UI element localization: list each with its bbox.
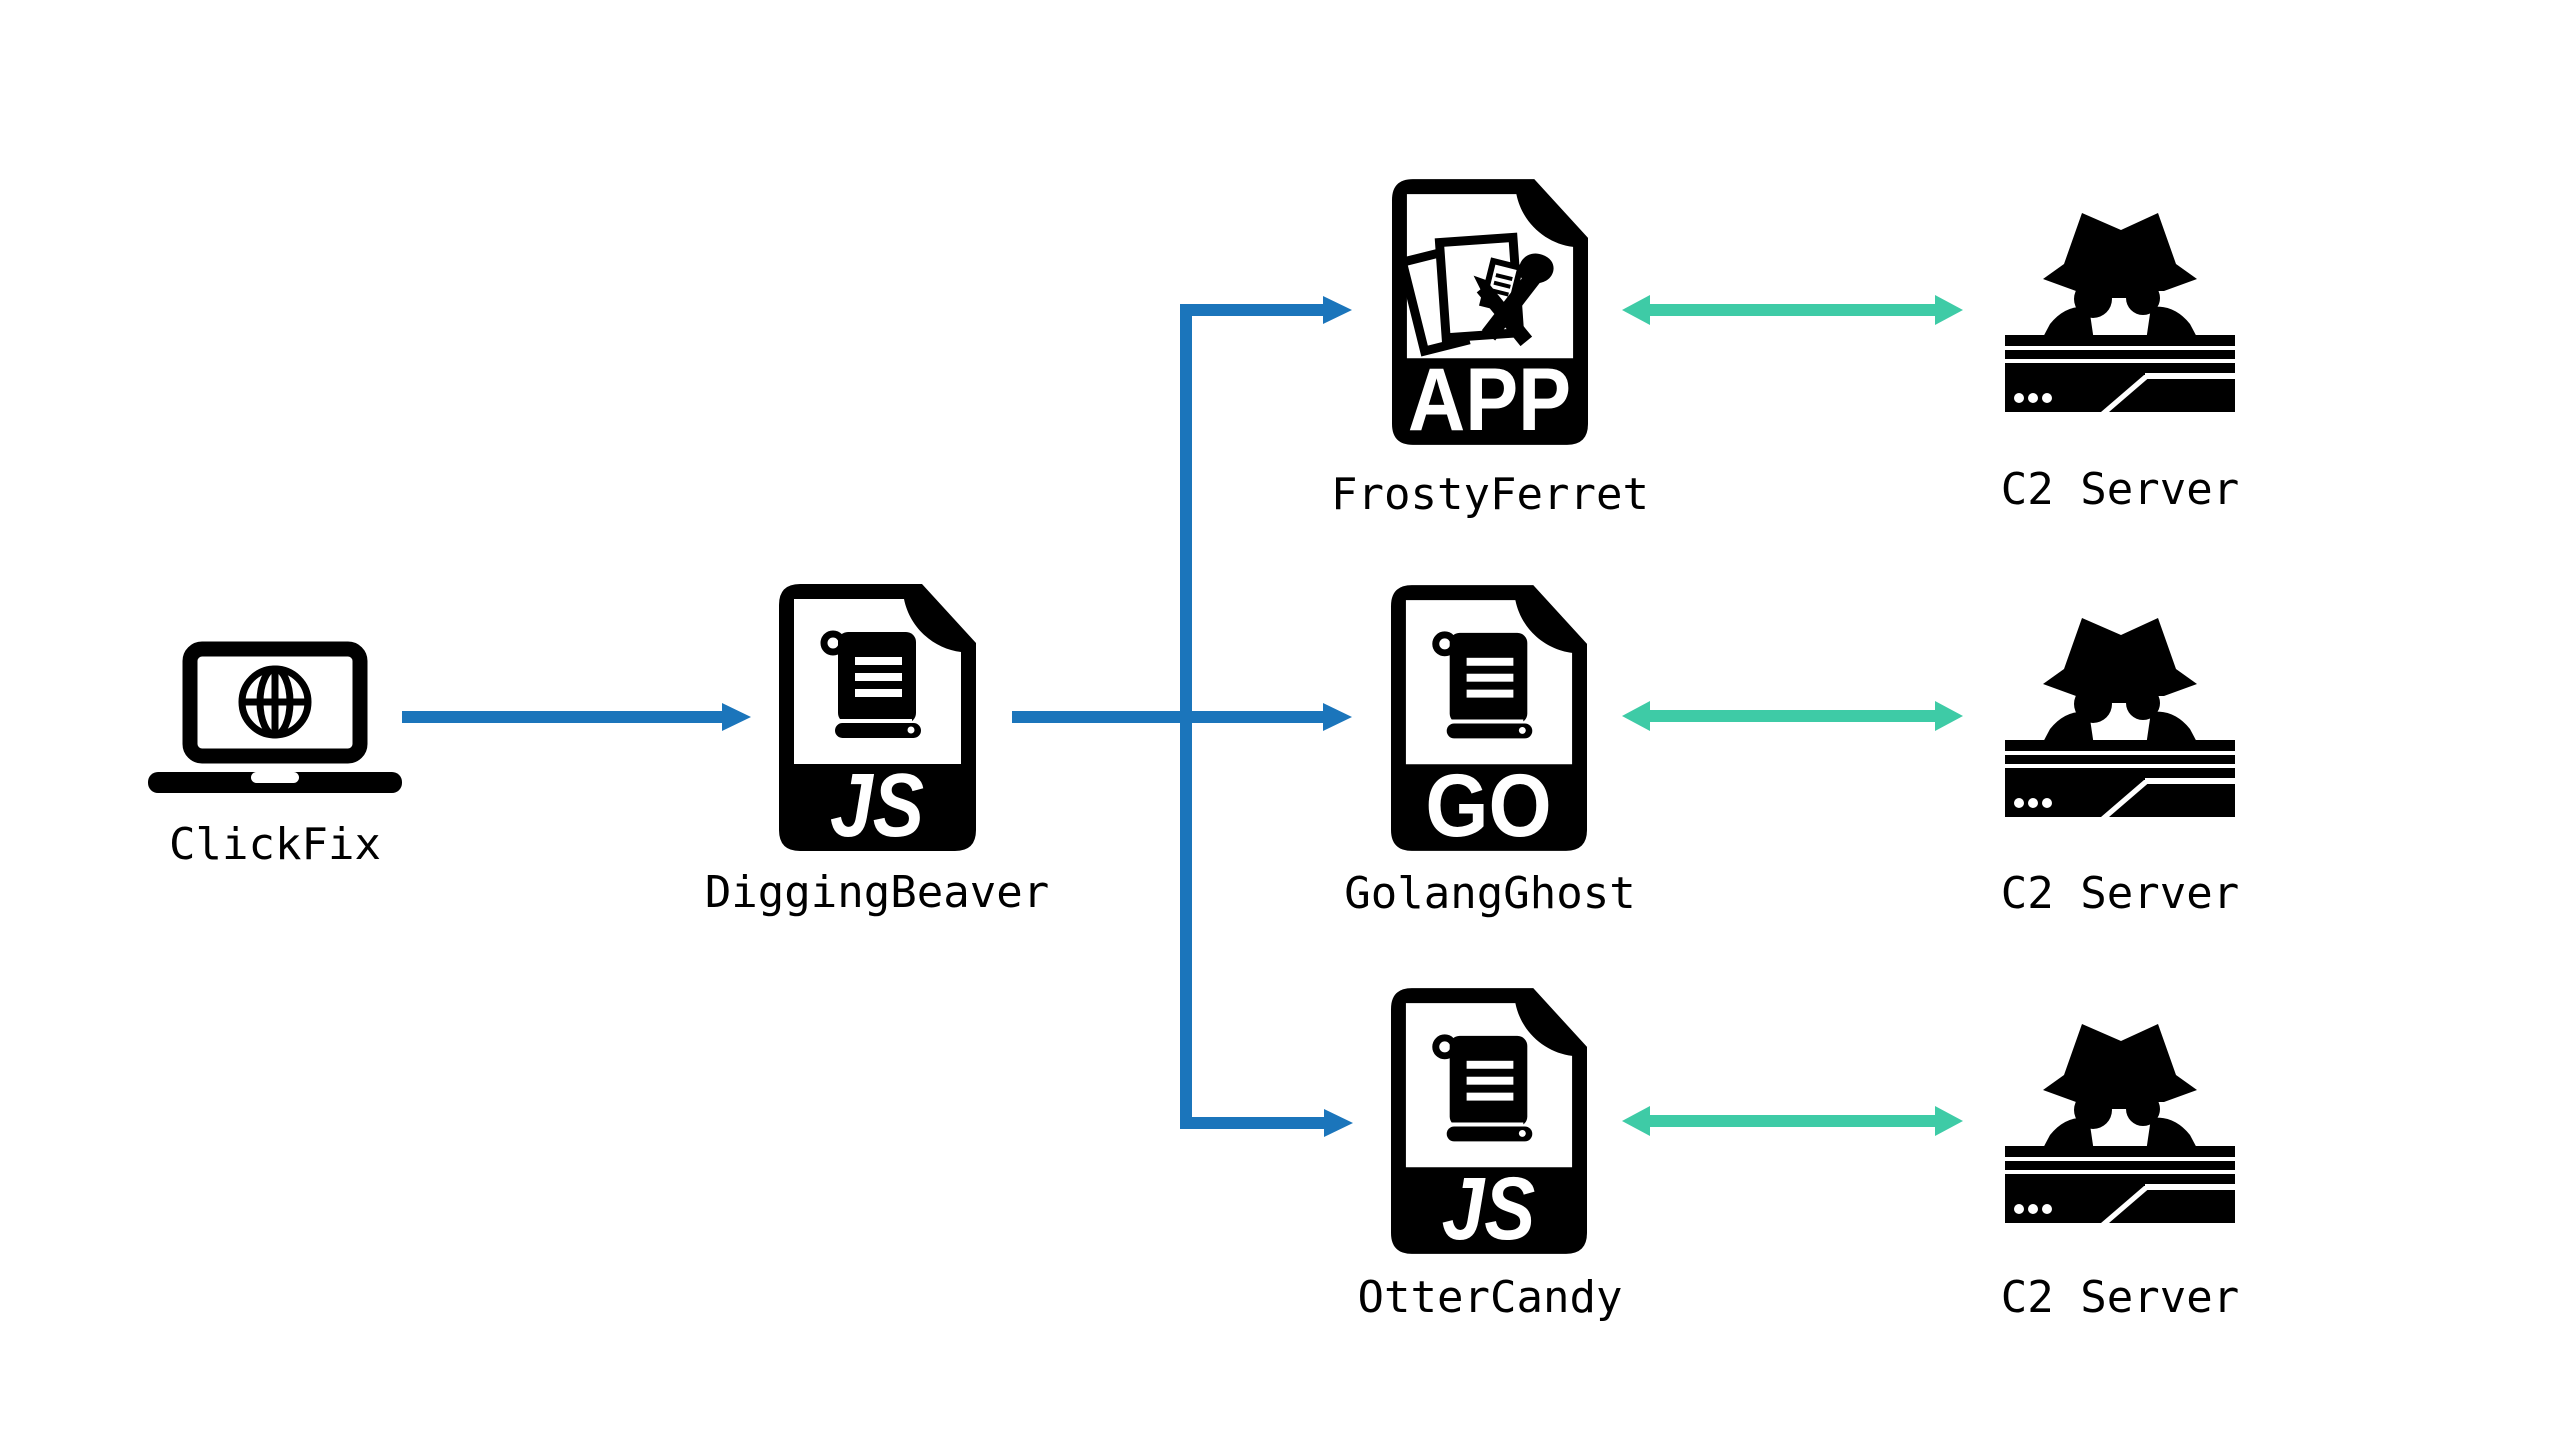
node-c2-server-bottom-label: C2 Server (2000, 1272, 2240, 1323)
node-clickfix-label: ClickFix (169, 819, 381, 870)
js-file-icon: JS (778, 583, 977, 852)
go-file-icon: GO (1390, 583, 1588, 853)
arrow-clickfix-to-diggingbeaver (402, 703, 751, 731)
node-golangghost-label: GolangGhost (1344, 868, 1636, 919)
file-type-badge: JS (830, 756, 924, 852)
file-type-badge: JS (1442, 1158, 1536, 1256)
app-file-icon: APP (1391, 177, 1589, 447)
file-type-badge: APP (1408, 349, 1571, 447)
file-type-badge: GO (1425, 755, 1551, 853)
js-file-icon: JS (1390, 986, 1588, 1256)
laptop-globe-icon (148, 638, 402, 794)
node-diggingbeaver: JS (778, 583, 977, 852)
spy-server-icon (2005, 208, 2235, 412)
node-frostyferret-label: FrostyFerret (1331, 469, 1649, 520)
node-c2-server-middle (2005, 613, 2235, 817)
node-c2-server-bottom (2005, 1019, 2235, 1223)
node-c2-server-top (2005, 208, 2235, 412)
spy-server-icon (2005, 613, 2235, 817)
node-c2-server-top-label: C2 Server (2000, 464, 2240, 515)
node-ottercandy-label: OtterCandy (1357, 1272, 1623, 1323)
double-arrow-frostyferret-c2 (1622, 295, 1963, 325)
node-diggingbeaver-label: DiggingBeaver (704, 867, 1050, 918)
double-arrow-ottercandy-c2 (1622, 1106, 1963, 1136)
arrow-diggingbeaver-to-ottercandy (1180, 711, 1353, 1137)
arrow-diggingbeaver-to-frostyferret (1180, 296, 1352, 723)
node-golangghost: GO (1390, 583, 1588, 853)
spy-server-icon (2005, 1019, 2235, 1223)
node-ottercandy: JS (1390, 986, 1588, 1256)
node-c2-server-middle-label: C2 Server (2000, 868, 2240, 919)
arrow-diggingbeaver-to-golangghost (1012, 703, 1352, 731)
double-arrow-golangghost-c2 (1622, 701, 1963, 731)
node-frostyferret: APP (1391, 177, 1589, 447)
node-clickfix (148, 638, 402, 794)
